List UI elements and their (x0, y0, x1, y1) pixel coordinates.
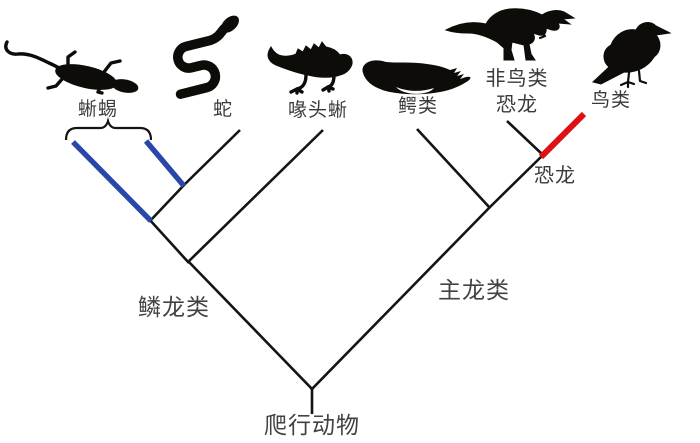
label-archosaurs: 主龙类 (438, 277, 510, 303)
branch-tuatara (187, 129, 324, 263)
branch-birds-highlighted (538, 111, 587, 160)
label-non-avian-dinosaurs: 非鸟类 恐龙 (485, 68, 549, 116)
bird-icon (591, 22, 672, 89)
edge-root-to-archosaurs (310, 206, 491, 391)
edge-lizard-snake-clade (149, 183, 186, 222)
crocodile-icon (362, 60, 471, 95)
label-lepidosaurs: 鳞龙类 (138, 294, 210, 320)
label-reptiles-root: 爬行动物 (264, 412, 360, 438)
branch-non-avian-dinosaurs (506, 120, 544, 156)
branch-snake (183, 129, 241, 186)
label-snake: 蛇 (212, 99, 234, 120)
label-dinosaurs-node: 恐龙 (534, 165, 576, 187)
label-crocodilians: 鳄类 (397, 96, 439, 117)
branch-crocodilians (416, 128, 491, 209)
edge-dinosaur-node (488, 153, 545, 209)
label-tuatara: 喙头蜥 (287, 100, 349, 121)
edge-root-to-lepidosaurs (187, 260, 314, 391)
branch-lizard-1-highlighted (71, 140, 153, 223)
snake-icon (173, 15, 239, 99)
label-birds: 鸟类 (590, 90, 632, 111)
tuatara-icon (267, 41, 353, 95)
lizard-icon (4, 40, 139, 95)
edge-lepidosaur-inner (148, 218, 190, 264)
label-lizard: 蜥蜴 (77, 99, 119, 120)
lizard-group-brace (64, 117, 153, 141)
branch-lizard-2-highlighted (143, 139, 187, 188)
t-rex-icon (444, 8, 576, 61)
